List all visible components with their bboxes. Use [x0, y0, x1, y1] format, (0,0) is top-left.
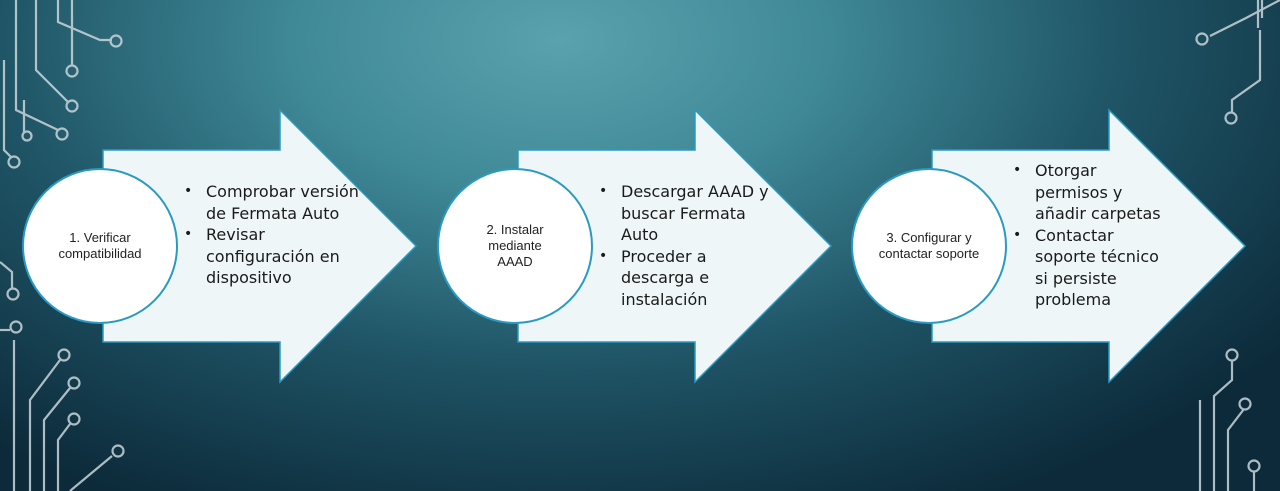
step-1-label: 1. Verificar compatibilidad [58, 230, 142, 261]
step-1-bullet-1: Comprobar versión de Fermata Auto [184, 181, 364, 224]
process-step-3: 3. Configurar y contactar soporte Otorga… [851, 108, 1271, 384]
step-3-label: 3. Configurar y contactar soporte [878, 230, 980, 261]
step-1-bullet-2: Revisar configuración en dispositivo [184, 224, 364, 289]
step-2-label: 2. Instalar mediante AAAD [486, 222, 544, 269]
step-3-bullet-2: Contactar soporte técnico si persiste pr… [1013, 225, 1163, 311]
step-1-circle: 1. Verificar compatibilidad [22, 168, 178, 324]
step-2-bullets: Descargar AAAD y buscar Fermata Auto Pro… [599, 181, 779, 310]
step-3-circle: 3. Configurar y contactar soporte [851, 168, 1007, 324]
step-1-bullets: Comprobar versión de Fermata Auto Revisa… [184, 181, 364, 289]
step-2-bullet-1: Descargar AAAD y buscar Fermata Auto [599, 181, 779, 246]
step-2-circle: 2. Instalar mediante AAAD [437, 168, 593, 324]
process-step-1: 1. Verificar compatibilidad Comprobar ve… [22, 108, 442, 384]
step-3-bullet-1: Otorgar permisos y añadir carpetas [1013, 160, 1163, 225]
step-3-bullets: Otorgar permisos y añadir carpetas Conta… [1013, 160, 1163, 311]
process-step-2: 2. Instalar mediante AAAD Descargar AAAD… [437, 108, 857, 384]
step-2-bullet-2: Proceder a descarga e instalación [599, 246, 779, 311]
